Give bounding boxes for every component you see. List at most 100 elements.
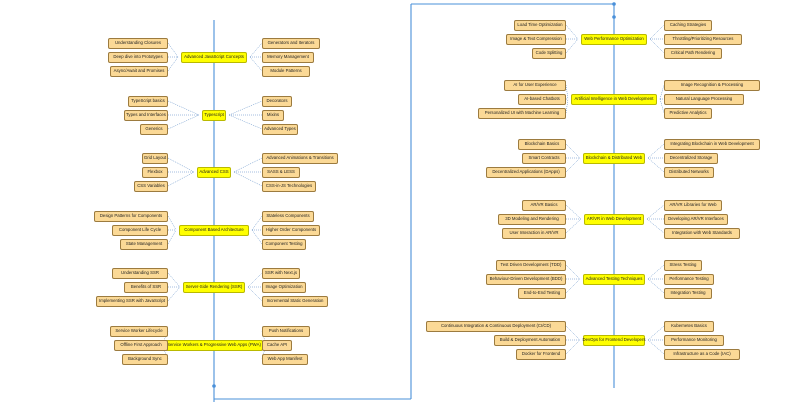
- subtopic-node[interactable]: Caching Strategies: [664, 19, 712, 31]
- subtopic-node[interactable]: Deep dive into Prototypes: [108, 51, 168, 63]
- spine-end-dot: [212, 384, 216, 388]
- subtopic-node[interactable]: CSS-in-JS Technologies: [262, 180, 316, 192]
- subtopic-node[interactable]: Decorators: [262, 95, 292, 107]
- subtopic-node[interactable]: Generators and Iterators: [262, 37, 320, 49]
- subtopic-node[interactable]: Image Optimization: [262, 281, 306, 293]
- subtopic-node[interactable]: Design Patterns for Components: [94, 210, 168, 222]
- subtopic-node[interactable]: Module Patterns: [262, 65, 310, 77]
- connector-line: [565, 204, 582, 220]
- subtopic-node[interactable]: Code Splitting: [532, 47, 566, 59]
- subtopic-node[interactable]: Higher Order Components: [262, 224, 320, 236]
- subtopic-node[interactable]: Behaviour-Driven Development (BDD): [486, 273, 566, 285]
- subtopic-node[interactable]: Distributed Networks: [664, 166, 714, 178]
- subtopic-node[interactable]: Component Life Cycle: [112, 224, 168, 236]
- subtopic-node[interactable]: Understanding SSR: [112, 267, 168, 279]
- connector-line: [167, 229, 177, 245]
- subtopic-node[interactable]: Kubernetes Basics: [664, 320, 714, 332]
- subtopic-node[interactable]: Developing AR/VR Interfaces: [664, 213, 728, 225]
- topic-hub[interactable]: AR/VR in Web Development: [584, 213, 644, 225]
- subtopic-node[interactable]: Performance Testing: [664, 273, 714, 285]
- topic-hub[interactable]: Web Performance Optimization: [581, 33, 647, 45]
- subtopic-node[interactable]: Component Testing: [262, 238, 306, 250]
- subtopic-node[interactable]: Understanding Closures: [108, 37, 168, 49]
- subtopic-node[interactable]: 3D Modeling and Rendering: [498, 213, 566, 225]
- connector-line: [167, 100, 200, 116]
- connector-line: [167, 171, 195, 187]
- connector-line: [647, 278, 665, 294]
- subtopic-node[interactable]: Decentralized Storage: [664, 152, 718, 164]
- subtopic-node[interactable]: Cache API: [262, 339, 292, 351]
- subtopic-node[interactable]: Personalized UI with Machine Learning: [478, 107, 566, 119]
- subtopic-node[interactable]: AR/VR Basics: [522, 199, 566, 211]
- subtopic-node[interactable]: TypeScript basics: [128, 95, 168, 107]
- subtopic-node[interactable]: Integration Testing: [664, 287, 712, 299]
- connector-line: [647, 264, 665, 280]
- subtopic-node[interactable]: Web App Manifest: [262, 353, 308, 365]
- subtopic-node[interactable]: Grid Layout: [142, 152, 168, 164]
- subtopic-node[interactable]: Service Worker Lifecycle: [110, 325, 168, 337]
- topic-hub[interactable]: Advanced JavaScript Concepts: [181, 51, 247, 63]
- subtopic-node[interactable]: Stress Testing: [664, 259, 702, 271]
- topic-hub[interactable]: Advanced Testing Techniques: [583, 273, 645, 285]
- subtopic-node[interactable]: Integrating Blockchain in Web Developmen…: [664, 138, 760, 150]
- subtopic-node[interactable]: Continuous Integration & Continuous Depl…: [426, 320, 566, 332]
- subtopic-node[interactable]: Critical Path Rendering: [664, 47, 722, 59]
- subtopic-node[interactable]: SSR with Next.js: [262, 267, 300, 279]
- subtopic-node[interactable]: Generics: [140, 123, 168, 135]
- topic-hub[interactable]: DevOps for Frontend Developers: [582, 334, 646, 346]
- subtopic-node[interactable]: Throttling/Prioritizing Resources: [664, 33, 742, 45]
- subtopic-node[interactable]: AR/VR Libraries for Web: [664, 199, 722, 211]
- connector-line: [228, 114, 263, 130]
- connector-line: [565, 218, 582, 234]
- topic-hub[interactable]: Blockchain & Distributed Web: [583, 152, 645, 164]
- topic-hub[interactable]: Component Based Architecture: [179, 224, 249, 236]
- subtopic-node[interactable]: Test Driven Development (TDD): [496, 259, 566, 271]
- connector-line: [228, 100, 263, 116]
- subtopic-node[interactable]: Flexbox: [142, 166, 168, 178]
- subtopic-node[interactable]: Image & Text Compression: [506, 33, 566, 45]
- subtopic-node[interactable]: Infrastructure as a Code (IAC): [664, 348, 740, 360]
- subtopic-node[interactable]: Load Time Optimization: [514, 19, 566, 31]
- subtopic-node[interactable]: End-to-End Testing: [518, 287, 566, 299]
- topic-hub[interactable]: Artificial Intelligence in Web Developme…: [571, 93, 657, 105]
- subtopic-node[interactable]: Performance Monitoring: [664, 334, 724, 346]
- subtopic-node[interactable]: SASS & LESS: [262, 166, 300, 178]
- subtopic-node[interactable]: User Interaction in AR/VR: [502, 227, 566, 239]
- subtopic-node[interactable]: Docker for Frontend: [516, 348, 566, 360]
- subtopic-node[interactable]: AI for User Experience: [504, 79, 566, 91]
- topic-hub[interactable]: Service Workers & Progressive Web Apps (…: [165, 339, 263, 351]
- subtopic-node[interactable]: Smart Contracts: [522, 152, 566, 164]
- subtopic-node[interactable]: Offline First Approach: [114, 339, 168, 351]
- subtopic-node[interactable]: Image Recognition & Processing: [664, 79, 760, 91]
- subtopic-node[interactable]: State Management: [120, 238, 168, 250]
- subtopic-node[interactable]: Decentralized Applications (DApps): [486, 166, 566, 178]
- subtopic-node[interactable]: Benefits of SSR: [124, 281, 168, 293]
- subtopic-node[interactable]: Async/Await and Promises: [110, 65, 168, 77]
- subtopic-node[interactable]: Types and Interfaces: [124, 109, 168, 121]
- subtopic-node[interactable]: Advanced Animations & Transitions: [262, 152, 338, 164]
- subtopic-node[interactable]: Advanced Types: [262, 123, 298, 135]
- spine-node-dot: [612, 15, 616, 19]
- subtopic-node[interactable]: Natural Language Processing: [664, 93, 744, 105]
- subtopic-node[interactable]: Background Sync: [122, 353, 168, 365]
- subtopic-node[interactable]: Push Notifications: [262, 325, 310, 337]
- connector-line: [247, 286, 263, 302]
- subtopic-node[interactable]: Stateless Components: [262, 210, 314, 222]
- subtopic-node[interactable]: Incremental Static Generation: [262, 295, 328, 307]
- subtopic-node[interactable]: Blockchain Basics: [518, 138, 566, 150]
- subtopic-node[interactable]: Predictive Analytics: [664, 107, 712, 119]
- subtopic-node[interactable]: Mixins: [262, 109, 284, 121]
- subtopic-node[interactable]: AI-based Chatbots: [518, 93, 566, 105]
- subtopic-node[interactable]: Implementing SSR with JavaScript: [96, 295, 168, 307]
- connector-line: [647, 157, 665, 173]
- subtopic-node[interactable]: Memory Management: [262, 51, 314, 63]
- connector-line: [249, 42, 263, 58]
- topic-hub[interactable]: Server-Side Rendering (SSR): [183, 281, 245, 293]
- subtopic-node[interactable]: CSS Variables: [134, 180, 168, 192]
- subtopic-node[interactable]: Integration with Web Standards: [664, 227, 740, 239]
- topic-hub[interactable]: Advanced CSS: [197, 166, 231, 178]
- connector-line: [565, 38, 579, 54]
- connector-line: [565, 157, 581, 173]
- topic-hub[interactable]: Typescript: [202, 109, 226, 121]
- subtopic-node[interactable]: Build & Deployment Automation: [494, 334, 566, 346]
